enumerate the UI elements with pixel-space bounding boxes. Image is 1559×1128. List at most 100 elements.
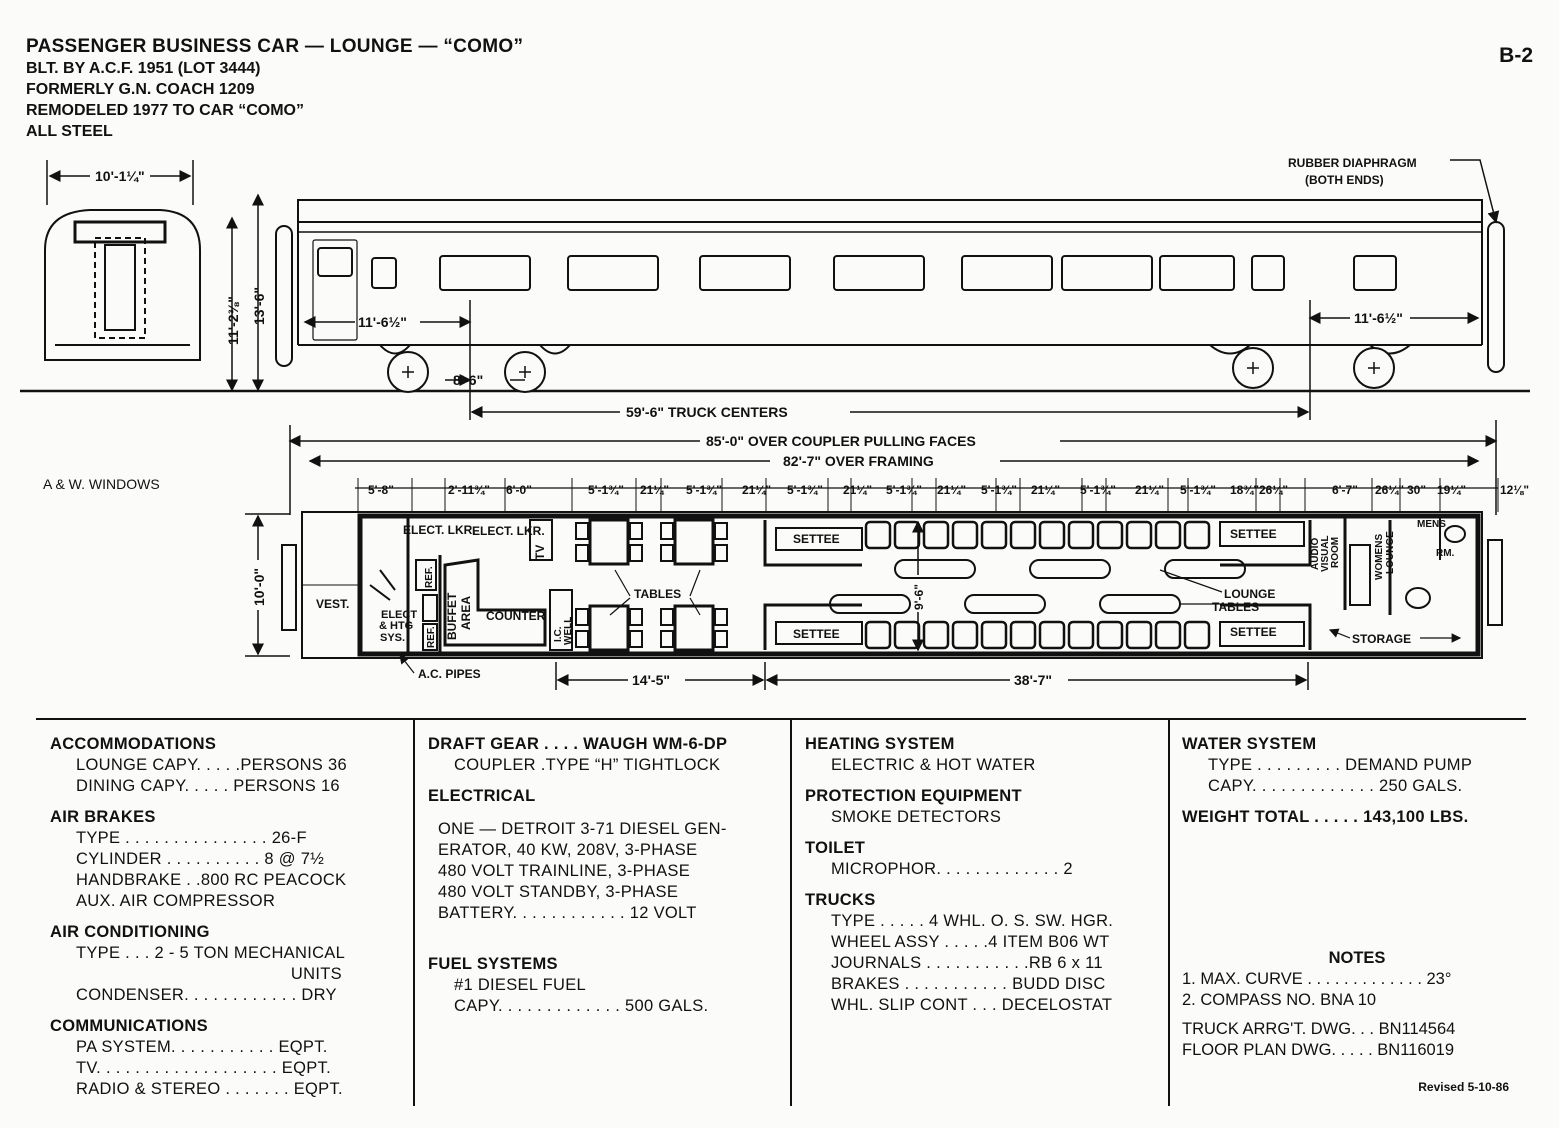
note-2: 2. COMPASS NO. BNA 10 (1182, 991, 1377, 1009)
car-drawing: 10'-1¼" 11'-2⅜" 13'-6" RUBBER DIAPHRAGM … (20, 156, 1530, 690)
title-line-1: BLT. BY A.C.F. 1951 (LOT 3444) (26, 60, 261, 77)
ref-label-1: REF. (424, 566, 435, 588)
spec-heading: TRUCKS (805, 891, 876, 909)
spec-heading: PROTECTION EQUIPMENT (805, 787, 1022, 805)
spec-item: TYPE . . . 2 - 5 TON MECHANICAL (76, 944, 346, 962)
lounge-chair (1009, 520, 1037, 550)
segment-dimension-label: 12⅛" (1500, 483, 1529, 497)
notes-block: NOTES 1. MAX. CURVE . . . . . . . . . . … (1182, 948, 1532, 1061)
spec-item: JOURNALS . . . . . . . . . . .RB 6 x 11 (831, 954, 1103, 972)
lounge-chair (893, 520, 921, 550)
drawing-title: PASSENGER BUSINESS CAR — LOUNGE — “COMO” (26, 36, 524, 57)
segment-dimension-label: 5'-8" (368, 483, 394, 497)
segment-dimension-label: 5'-1¾" (787, 483, 823, 497)
spec-item: CAPY. . . . . . . . . . . . . 500 GALS. (454, 997, 709, 1015)
settee-label-4: SETTEE (1230, 625, 1277, 639)
spec-item: DINING CAPY. . . . . PERSONS 16 (76, 777, 340, 795)
storage-label: STORAGE (1352, 632, 1411, 646)
column-divider (790, 718, 792, 1106)
side-window (833, 255, 925, 291)
segment-dimension-label: 30" (1407, 483, 1426, 497)
lounge-tables-label-1: LOUNGE (1224, 587, 1275, 601)
elect-htg-label-3: SYS. (380, 632, 405, 644)
title-line-3: REMODELED 1977 TO CAR “COMO” (26, 102, 304, 119)
side-window (961, 255, 1053, 291)
spec-item: ERATOR, 40 KW, 208V, 3-PHASE (438, 841, 698, 859)
spec-item: #1 DIESEL FUEL (454, 976, 586, 994)
plan-width-label: 10'-0" (251, 568, 267, 606)
spec-item: ONE — DETROIT 3-71 DIESEL GEN- (438, 820, 727, 838)
spec-heading: WATER SYSTEM (1182, 735, 1317, 753)
spec-item: AUX. AIR COMPRESSOR (76, 892, 276, 910)
spec-item: WHL. SLIP CONT . . . DECELOSTAT (831, 996, 1113, 1014)
spec-item: BATTERY. . . . . . . . . . . . 12 VOLT (438, 904, 697, 922)
lounge-chair (1096, 520, 1124, 550)
specs-top-rule (36, 718, 1526, 720)
overhang-left-label: 11'-6½" (358, 314, 407, 330)
sheet-number: B-2 (1499, 44, 1533, 67)
segment-dimension-label: 21¼" (640, 483, 669, 497)
spec-heading: AIR CONDITIONING (50, 923, 210, 941)
audio-label-1: AUDIO (1310, 538, 1321, 570)
spec-heading: HEATING SYSTEM (805, 735, 955, 753)
lounge-chair (951, 620, 979, 650)
wheels (387, 347, 1395, 393)
ic-well-label-1: I.C. (553, 626, 564, 642)
segment-dimension-label: 5'-1¾" (588, 483, 624, 497)
lounge-tables-label-2: TABLES (1212, 600, 1259, 614)
floor-plan-drawing-ref: FLOOR PLAN DWG. . . . . BN116019 (1182, 1041, 1455, 1059)
ac-pipes-label: A.C. PIPES (418, 667, 481, 681)
notes-title: NOTES (1328, 949, 1386, 967)
segment-dimension-label: 26¼" (1259, 483, 1288, 497)
wheelbase-label: 8'-6" (453, 372, 483, 388)
spec-item: PA SYSTEM. . . . . . . . . . . EQPT. (76, 1038, 328, 1056)
lounge-chair (1183, 520, 1211, 550)
side-window (439, 255, 531, 291)
dining-length-label: 14'-5" (632, 672, 670, 688)
spec-item: MICROPHOR. . . . . . . . . . . . . 2 (831, 860, 1073, 878)
spec-item: 480 VOLT STANDBY, 3-PHASE (438, 883, 679, 901)
spec-heading: FUEL SYSTEMS (428, 955, 558, 973)
spec-heading: WEIGHT TOTAL . . . . . 143,100 LBS. (1182, 808, 1469, 826)
segment-dimension-label: 5'-1¾" (886, 483, 922, 497)
lounge-chair (1183, 620, 1211, 650)
audio-label-3: ROOM (1330, 537, 1341, 568)
segment-dimension-label: 21¼" (937, 483, 966, 497)
spec-item: SMOKE DETECTORS (831, 808, 1002, 826)
spec-item: HANDBRAKE . .800 RC PEACOCK (76, 871, 347, 889)
end-width-dimension (46, 160, 194, 205)
truck-drawing-ref: TRUCK ARRG'T. DWG. . . BN114564 (1182, 1020, 1456, 1038)
vest-label: VEST. (316, 597, 349, 611)
spec-item: UNITS (76, 965, 342, 983)
spec-heading: AIR BRAKES (50, 808, 156, 826)
buffet-label-1: BUFFET (445, 592, 459, 640)
spec-item: TV. . . . . . . . . . . . . . . . . . . … (76, 1059, 331, 1077)
segment-dimension-label: 18¾" (1230, 483, 1259, 497)
column-divider (1168, 718, 1170, 1106)
side-window (1353, 255, 1397, 291)
lounge-chair (1125, 620, 1153, 650)
revised-date: Revised 5-10-86 (1418, 1080, 1509, 1094)
segment-dimension-label: 26¼" (1375, 483, 1404, 497)
settee-label-2: SETTEE (793, 627, 840, 641)
settee-label-1: SETTEE (793, 532, 840, 546)
lounge-chair (1154, 520, 1182, 550)
spec-item: CYLINDER . . . . . . . . . . 8 @ 7½ (76, 850, 325, 868)
spec-item: ELECTRIC & HOT WATER (831, 756, 1036, 774)
counter-label: COUNTER (486, 609, 546, 623)
segment-dimension-label: 5'-1¾" (1080, 483, 1116, 497)
segment-dimension-label: 21¼" (1031, 483, 1060, 497)
diaphragm-label-2: (BOTH ENDS) (1305, 173, 1384, 187)
note-1: 1. MAX. CURVE . . . . . . . . . . . . . … (1182, 970, 1452, 988)
side-windows (371, 255, 1397, 291)
height-b-label: 13'-6" (251, 287, 267, 325)
elect-lkr-label-1: ELECT. LKR. (403, 523, 476, 537)
specs-column-3: HEATING SYSTEM ELECTRIC & HOT WATER PROTEC… (805, 734, 1160, 1122)
lounge-chairs (864, 520, 1211, 650)
womens-label-2: LOUNGE (1385, 531, 1396, 574)
spec-item: 480 VOLT TRAINLINE, 3-PHASE (438, 862, 691, 880)
lounge-chair (922, 520, 950, 550)
